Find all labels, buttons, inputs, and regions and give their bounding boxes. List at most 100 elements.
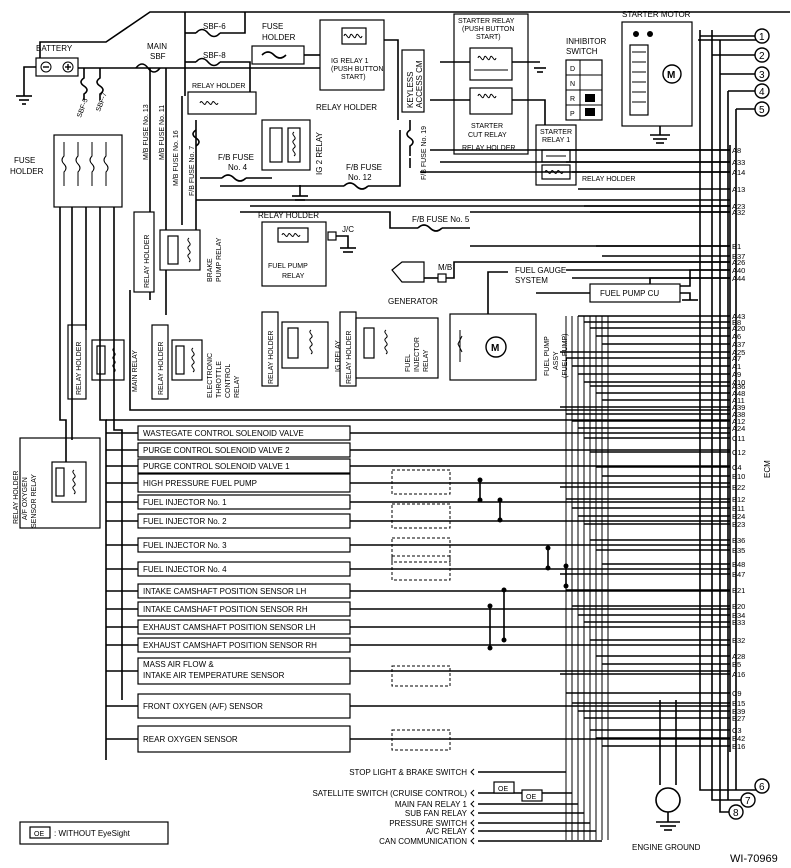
generator-label: GENERATOR	[388, 297, 438, 306]
relay-holder-brake-box	[133, 211, 155, 293]
sensor-label: EXHAUST CAMSHAFT POSITION SENSOR RH	[143, 641, 317, 650]
af-oxygen-sensor-relay	[19, 437, 101, 529]
starter-relay-label-1: STARTER RELAY	[458, 18, 515, 25]
inhibitor-label-1: INHIBITOR	[566, 37, 607, 46]
ig-relay-1-label-1: IG RELAY 1	[331, 58, 369, 65]
connector-7	[740, 792, 756, 808]
ecm-pin-label: B36	[732, 536, 745, 545]
inhibitor-pos-p: P	[570, 111, 575, 118]
connector-label: 8	[733, 808, 739, 819]
ecm-pin-label: B27	[732, 714, 745, 723]
ecm-pin-label: A10	[732, 378, 745, 387]
starter-motor-m: M	[667, 70, 675, 81]
starter-relay-label-3: START)	[476, 34, 501, 41]
mb-fuse-11-label: M/B FUSE No. 11	[159, 105, 166, 160]
fuel-pump-cu-label: FUEL PUMP CU	[600, 289, 659, 298]
inhibitor-pos-d: D	[570, 66, 575, 73]
connectors-top	[700, 35, 756, 110]
sensor-label: FUEL INJECTOR No. 3	[143, 541, 227, 550]
fb-fuse-7-label: F/B FUSE No. 7	[189, 146, 196, 196]
ecm-pin-label: A43	[732, 312, 745, 321]
ig-relay-1-label-2: (PUSH BUTTON	[331, 66, 383, 73]
inhibitor-label-2: SWITCH	[566, 47, 598, 56]
dashed-group-2	[391, 503, 451, 529]
oe-tag-2	[521, 789, 543, 802]
af-relay-label-1: RELAY HOLDER	[13, 471, 20, 524]
connector-6	[754, 778, 770, 794]
starter-motor-label: STARTER MOTOR	[622, 10, 691, 19]
ig2-relay-label: IG 2 RELAY	[315, 131, 324, 175]
fb-fuse-12-label-1: F/B FUSE	[346, 163, 382, 172]
etc-relay-label-4: RELAY	[234, 375, 241, 398]
fuel-pump-assy-label-1: FUEL PUMP	[544, 336, 551, 376]
ecm-pin-label: B42	[732, 734, 745, 743]
sensor-label: INTAKE CAMSHAFT POSITION SENSOR RH	[143, 605, 308, 614]
ecm-pin-label: B11	[732, 504, 745, 513]
ecm-pin-label: B32	[732, 636, 745, 645]
sensor-label: HIGH PRESSURE FUEL PUMP	[143, 479, 257, 488]
ecm-pins: A8A33A14A13A23A32B1B37A26A40A44A43B8A20A…	[560, 145, 746, 840]
ig2-relay	[261, 119, 311, 171]
ecm-pin-label: B15	[732, 699, 745, 708]
ecm-pin-label: A39	[732, 403, 745, 412]
main-sbf-label-1: MAIN	[147, 42, 167, 51]
fuel-pump-relay-label-1: FUEL PUMP	[268, 263, 308, 270]
engine-ground-label: ENGINE GROUND	[632, 843, 701, 852]
ecm-pin-label: B16	[732, 742, 745, 751]
ecm-pin-label: A48	[732, 389, 745, 398]
relay-holder-etc-box	[151, 324, 169, 400]
sbf6-fuse	[195, 28, 221, 38]
relay-holder-brake-label: RELAY HOLDER	[144, 235, 151, 288]
ecm-pin-label: B24	[732, 512, 745, 521]
ecm-pin-label: B12	[732, 495, 745, 504]
ecm-pin-label: B10	[732, 472, 745, 481]
starter-motor-m-icon	[662, 64, 682, 84]
relay-holder-fi-label: RELAY HOLDER	[346, 331, 353, 384]
sbf8-fuse	[195, 57, 221, 67]
sbf8-label: SBF-8	[203, 51, 226, 60]
dashed-group-4	[391, 555, 451, 581]
brake-pump-relay	[159, 229, 201, 271]
ecm-pin-label: B48	[732, 560, 745, 569]
dashed-group-6	[391, 729, 451, 751]
fb-fuse-5-label: F/B FUSE No. 5	[412, 215, 470, 224]
bottom-output-label: STOP LIGHT & BRAKE SWITCH	[349, 768, 467, 777]
ecm-pin-label: A8	[732, 146, 741, 155]
keyless-label-2: ACCESS CM	[415, 60, 424, 108]
main-relay-label: MAIN RELAY	[132, 350, 139, 392]
connector-4	[754, 83, 770, 99]
ecm-pin-label: B47	[732, 570, 745, 579]
mb-fuse-13-label: M/B FUSE No. 13	[143, 104, 150, 160]
ecm-label: ECM	[763, 460, 772, 478]
etc-relay-label-2: THROTTLE	[216, 361, 223, 398]
fi-relay-label-2: INJECTOR	[414, 337, 421, 372]
sensor-label: FUEL INJECTOR No. 1	[143, 498, 227, 507]
fb-fuse-4-label-1: F/B FUSE	[218, 153, 254, 162]
keyless-label-1: KEYLESS	[406, 72, 415, 108]
connector-label: 4	[759, 87, 765, 98]
ecm-pin-label: A25	[732, 348, 745, 357]
main-sbf-fuse	[135, 63, 161, 73]
oe-tag-1	[493, 781, 515, 794]
bottom-output-label: CAN COMMUNICATION	[379, 837, 467, 846]
sensor-label: PURGE CONTROL SOLENOID VALVE 2	[143, 446, 290, 455]
fuse-holder-left-fuses	[61, 142, 109, 186]
fuse-holder-top-label-2: HOLDER	[262, 33, 296, 42]
ecm-pin-label: C3	[732, 726, 742, 735]
connector-label: 6	[759, 782, 765, 793]
af-relay-label-2: A/F OXYGEN	[22, 477, 29, 520]
connector-label: 3	[759, 70, 765, 81]
fuel-gauge-label-2: SYSTEM	[515, 276, 548, 285]
etc-relay-label-1: ELECTRONIC	[207, 353, 214, 398]
dashed-group-3	[391, 537, 451, 563]
oe-tag-2-label: OE	[526, 794, 536, 801]
connector-label: 1	[759, 32, 765, 43]
ecm-pin-label: C12	[732, 448, 746, 457]
legend-text: : WITHOUT EyeSight	[54, 829, 131, 838]
ecm-pin-label: A36	[732, 382, 745, 391]
fuse-holder-top-label-1: FUSE	[262, 22, 283, 31]
starter-cut-relay-label-2: CUT RELAY	[468, 132, 507, 139]
ecm-pin-label: A24	[732, 424, 745, 433]
ecm-pin-label: A9	[732, 370, 741, 379]
